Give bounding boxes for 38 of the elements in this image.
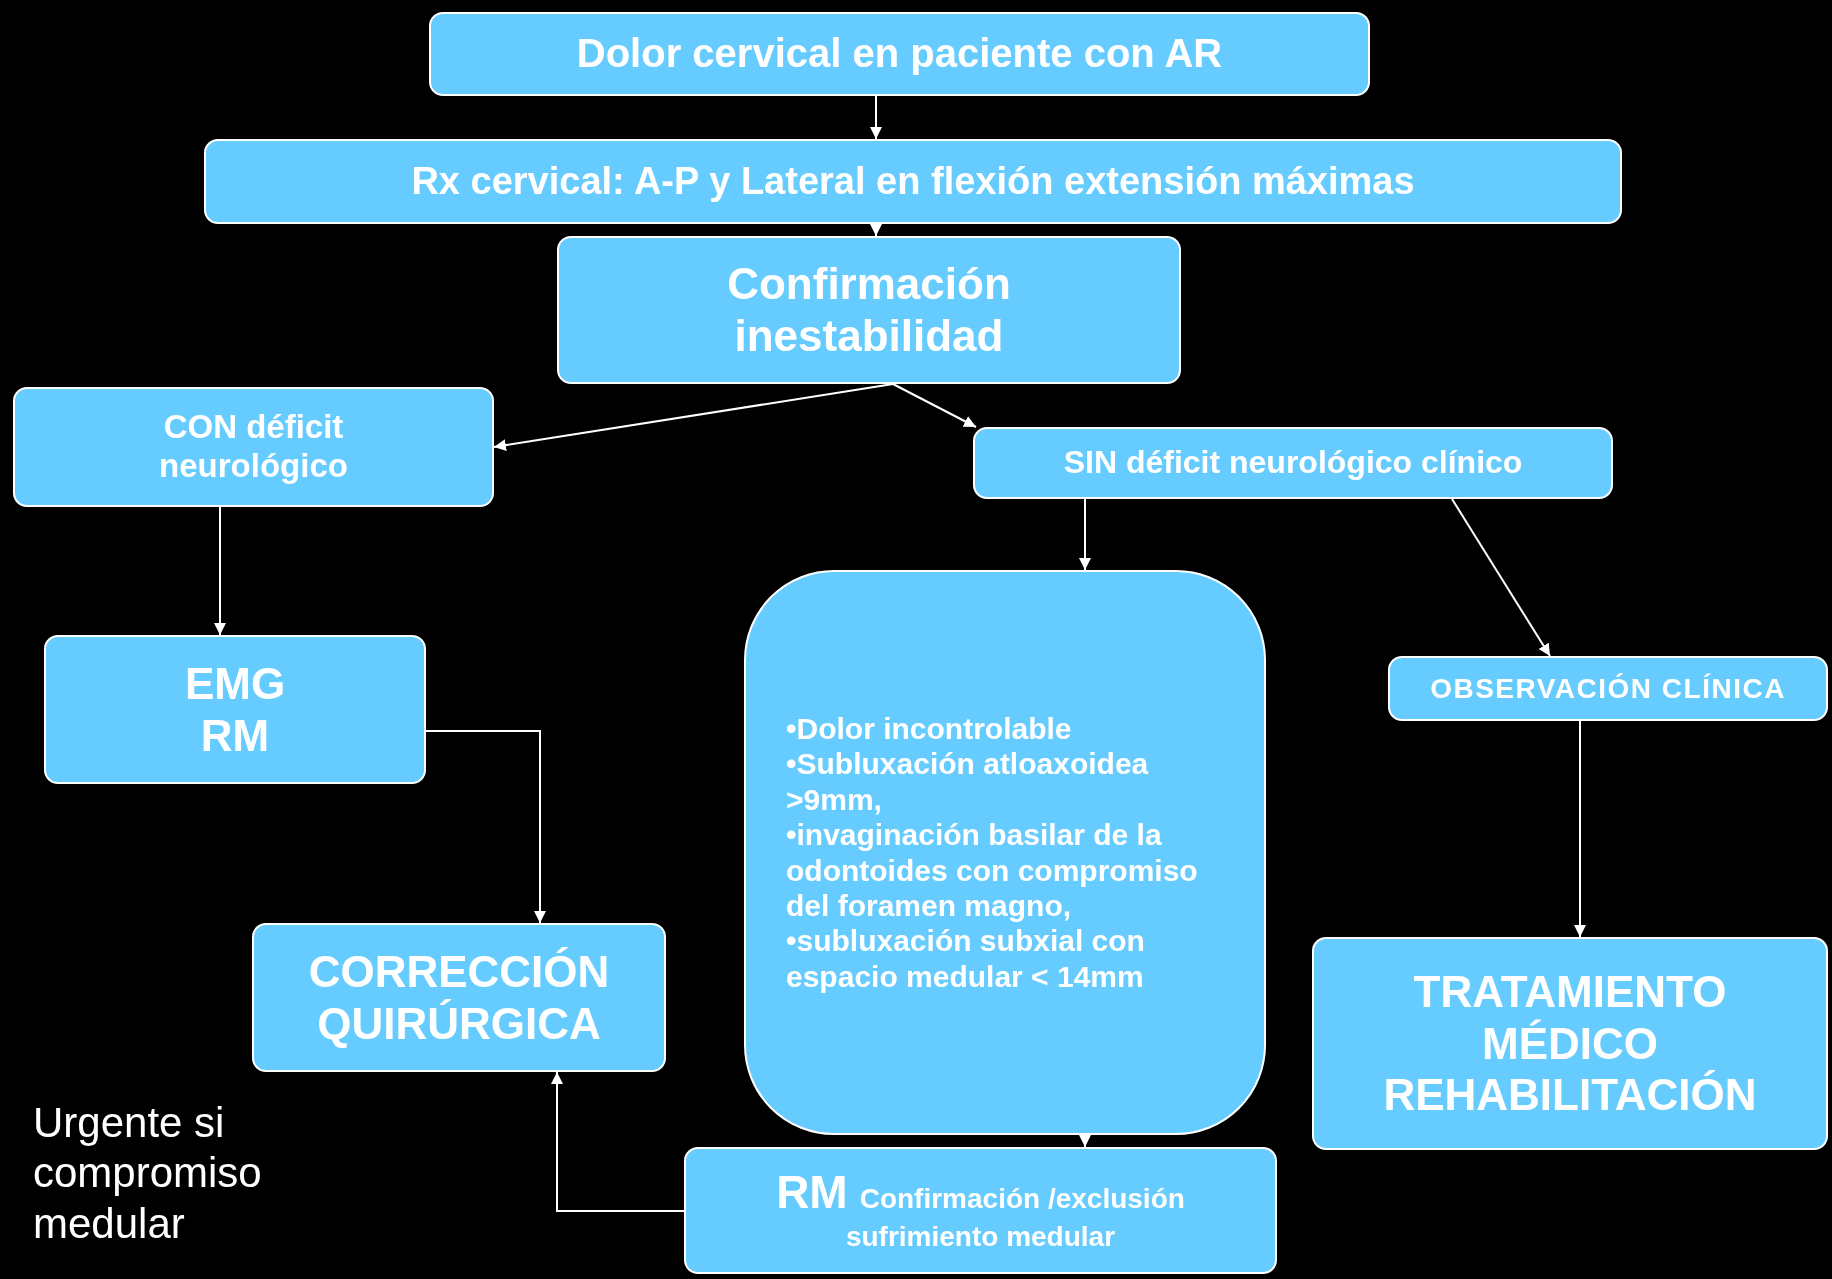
note-text: Urgente si compromiso medular [33,1098,263,1249]
arrow [1574,720,1586,938]
process-box [684,1147,1277,1274]
arrow [870,95,882,140]
box-label: Rx cervical: A-P y Lateral en flexión extensión máximas [411,159,1415,204]
arrow [1079,498,1091,571]
process-box [204,139,1622,224]
process-box [557,236,1181,384]
arrow [551,1071,685,1212]
box-label: •subluxación subxial con espacio medular < 14mm [786,923,1146,995]
box-label: OBSERVACIÓN CLÍNICA [1430,672,1786,705]
arrow [425,730,546,924]
box-label: SIN déficit neurológico clínico [1063,444,1523,482]
process-box [44,635,426,784]
box-label: EMG RM [183,657,287,762]
box-label: •Subluxación atloaxoidea >9mm, [786,746,1150,818]
box-label: CORRECCIÓN QUIRÚRGICA [307,945,611,1050]
arrow [1079,1134,1091,1148]
box-label: Confirmación inestabilidad [726,258,1012,362]
box-label: RM [776,1166,848,1219]
arrow [892,383,977,428]
process-box [429,12,1370,96]
box-label: TRATAMIENTO MÉDICO REHABILITACIÓN [1382,965,1758,1122]
process-box [1388,656,1828,721]
process-box [13,387,494,507]
arrow [493,383,894,452]
process-box [973,427,1613,499]
box-label: CON déficit neurológico [158,408,349,486]
arrow [1451,498,1551,657]
process-box [1312,937,1828,1150]
process-box [252,923,666,1072]
arrow [214,506,226,636]
criteria-box [744,570,1266,1135]
box-label: •invaginación basilar de la odontoides con compromiso del foramen magno, [786,817,1199,924]
arrow [870,223,882,237]
box-label: Dolor cervical en paciente con AR [576,30,1223,78]
box-label: Confirmación /exclusión sufrimiento medular [845,1183,1185,1253]
box-label: •Dolor incontrolable [786,710,1072,747]
